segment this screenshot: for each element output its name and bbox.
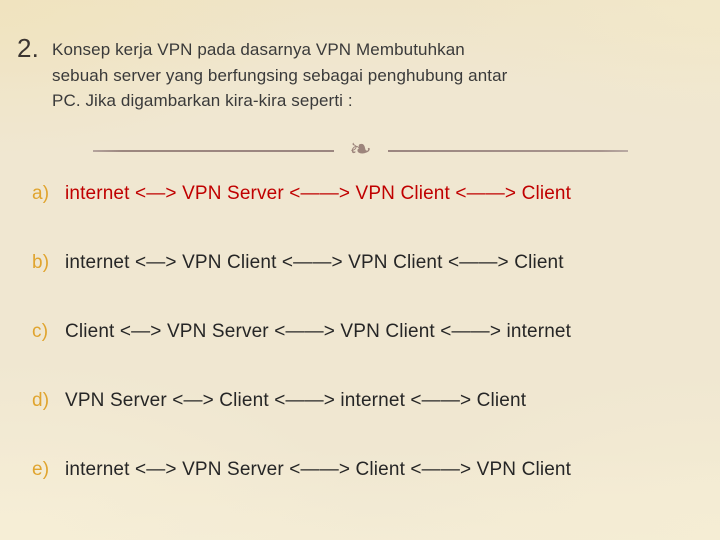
- answer-option-a-marker: a): [32, 183, 50, 204]
- question-text-line-1: Konsep kerja VPN pada dasarnya VPN Membu…: [52, 40, 465, 59]
- answer-option-e-label: internet <—> VPN Server <——> Client <——>…: [65, 459, 572, 480]
- answer-options-list: a) internet <—> VPN Server <——> VPN Clie…: [32, 182, 702, 527]
- answer-option-c[interactable]: c) Client <—> VPN Server <——> VPN Client…: [32, 320, 702, 389]
- divider-rule-right: [387, 150, 628, 152]
- answer-option-c-label: Client <—> VPN Server <——> VPN Client <—…: [65, 321, 572, 342]
- answer-option-e[interactable]: e) internet <—> VPN Server <——> Client <…: [32, 458, 702, 527]
- question-text: Konsep kerja VPN pada dasarnya VPN Membu…: [52, 33, 647, 114]
- answer-option-a-label: internet <—> VPN Server <——> VPN Client …: [65, 183, 572, 204]
- answer-option-b[interactable]: b) internet <—> VPN Client <——> VPN Clie…: [32, 251, 702, 320]
- answer-option-e-marker: e): [32, 459, 50, 480]
- answer-option-b-marker: b): [32, 252, 50, 273]
- floral-flourish-icon: ❧: [349, 134, 372, 165]
- question-text-line-3: PC. Jika digambarkan kira-kira seperti :: [52, 91, 353, 110]
- answer-option-a[interactable]: a) internet <—> VPN Server <——> VPN Clie…: [32, 182, 702, 251]
- answer-option-d[interactable]: d) VPN Server <—> Client <——> internet <…: [32, 389, 702, 458]
- decorative-divider: ❧: [93, 134, 628, 165]
- divider-rule-left: [93, 150, 334, 152]
- question-text-line-2: sebuah server yang berfungsing sebagai p…: [52, 65, 508, 85]
- answer-option-d-marker: d): [32, 390, 50, 411]
- answer-option-b-label: internet <—> VPN Client <——> VPN Client …: [65, 252, 564, 273]
- answer-option-c-marker: c): [32, 321, 49, 342]
- question-header: 2. Konsep kerja VPN pada dasarnya VPN Me…: [17, 33, 677, 114]
- question-number: 2.: [17, 33, 40, 63]
- question-header-row: 2. Konsep kerja VPN pada dasarnya VPN Me…: [17, 33, 677, 114]
- answer-option-d-label: VPN Server <—> Client <——> internet <——>…: [65, 390, 527, 411]
